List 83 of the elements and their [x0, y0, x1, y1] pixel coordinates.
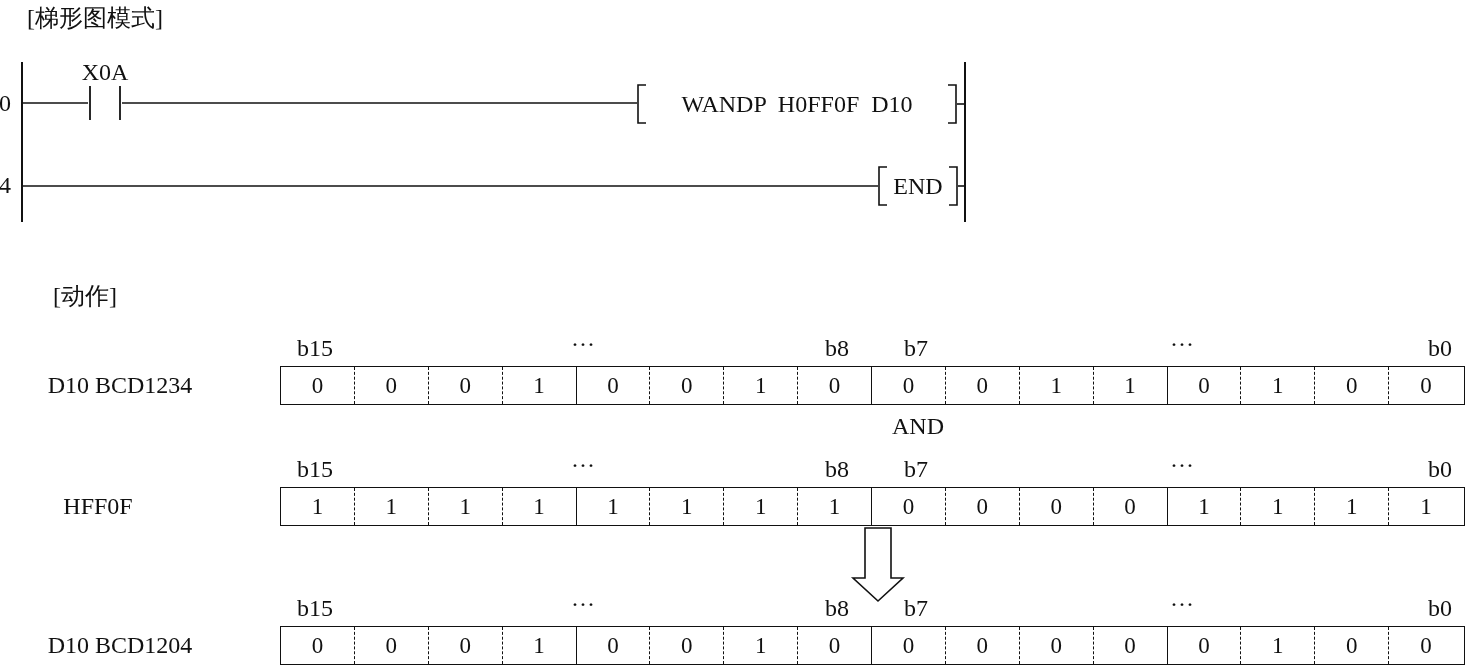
register-name: D10 BCD1204	[47, 633, 193, 657]
bit-value: 0	[1167, 367, 1242, 404]
section-title: [动作]	[53, 284, 117, 308]
bit-value: 1	[354, 488, 429, 525]
bit-value: 0	[1419, 371, 1433, 400]
ellipsis: ···	[571, 592, 595, 616]
bit-value: 1	[798, 488, 872, 525]
bit-value: 1	[650, 488, 725, 525]
bit-value: 1	[1019, 367, 1094, 404]
bit-value: 0	[1093, 488, 1168, 525]
bit-value: 1	[502, 488, 577, 525]
bit-value: 0	[872, 367, 946, 404]
instruction-box: END	[878, 166, 958, 206]
bit-label: b15	[297, 336, 333, 360]
bit-value: 0	[650, 367, 725, 404]
contact-label: X0A	[81, 60, 129, 84]
bit-value: 0	[1315, 627, 1390, 664]
step-number: 0	[0, 91, 11, 115]
rung-line	[121, 102, 638, 104]
bit-value: 0	[1419, 631, 1433, 660]
bit-value: 1	[502, 367, 577, 404]
bit-value: 0	[354, 627, 429, 664]
bit-value: 0	[576, 367, 651, 404]
bit-label: b0	[1428, 336, 1452, 360]
bit-value: 0	[945, 367, 1020, 404]
bit-value: 1	[1093, 367, 1168, 404]
bit-value: 0	[428, 367, 503, 404]
bit-value: 0	[281, 627, 355, 664]
bit-label: b7	[904, 336, 928, 360]
bit-value: 0	[1315, 367, 1390, 404]
ellipsis: ···	[571, 332, 595, 356]
bit-label: b7	[904, 596, 928, 620]
bit-value: 1	[724, 367, 799, 404]
bit-value: 1	[724, 627, 799, 664]
bit-value: 1	[1167, 488, 1242, 525]
bit-value: 0	[945, 488, 1020, 525]
bit-value: 0	[798, 627, 872, 664]
bit-value: 0	[945, 627, 1020, 664]
bit-value: 0	[1093, 627, 1168, 664]
bit-value: 0	[798, 367, 872, 404]
bit-label: b8	[825, 336, 849, 360]
bit-value: 1	[428, 488, 503, 525]
bit-label: b7	[904, 457, 928, 481]
section-title: [梯形图模式]	[27, 6, 163, 30]
bit-value: 0	[281, 367, 355, 404]
bit-value: 0	[1019, 627, 1094, 664]
ellipsis: ···	[1170, 332, 1194, 356]
bit-value: 0	[650, 627, 725, 664]
bit-value: 1	[1241, 367, 1316, 404]
bit-value: 1	[502, 627, 577, 664]
bit-label: b15	[297, 596, 333, 620]
rung-line	[956, 103, 965, 105]
bit-label: b8	[825, 596, 849, 620]
bit-value: 0	[1019, 488, 1094, 525]
bit-value: 1	[1315, 488, 1390, 525]
block-arrow	[850, 527, 906, 603]
bit-value: 0	[354, 367, 429, 404]
rung-line	[22, 185, 879, 187]
rung-line	[957, 185, 965, 187]
bit-label: b15	[297, 457, 333, 481]
bit-value: 1	[724, 488, 799, 525]
bit-value: 1	[1241, 488, 1316, 525]
ellipsis: ···	[1170, 453, 1194, 477]
bit-label: b8	[825, 457, 849, 481]
register-name: HFF0F	[63, 494, 133, 518]
bit-value: 0	[1167, 627, 1242, 664]
step-number: 4	[0, 173, 11, 197]
bit-value: 1	[576, 488, 651, 525]
bit-value: 1	[1241, 627, 1316, 664]
bit-value: 0	[872, 488, 946, 525]
ellipsis: ···	[1170, 592, 1194, 616]
bit-label: b0	[1428, 596, 1452, 620]
instruction-box: WANDP H0FF0F D10	[637, 84, 957, 124]
bit-value: 0	[428, 627, 503, 664]
bit-value: 0	[576, 627, 651, 664]
bit-value: 0	[872, 627, 946, 664]
bit-value: 1	[1419, 492, 1433, 521]
bit-value: 1	[281, 488, 355, 525]
register-name: D10 BCD1234	[47, 373, 193, 397]
bit-label: b0	[1428, 457, 1452, 481]
rung-line	[22, 102, 89, 104]
ellipsis: ···	[571, 453, 595, 477]
operation-label: AND	[892, 414, 944, 438]
